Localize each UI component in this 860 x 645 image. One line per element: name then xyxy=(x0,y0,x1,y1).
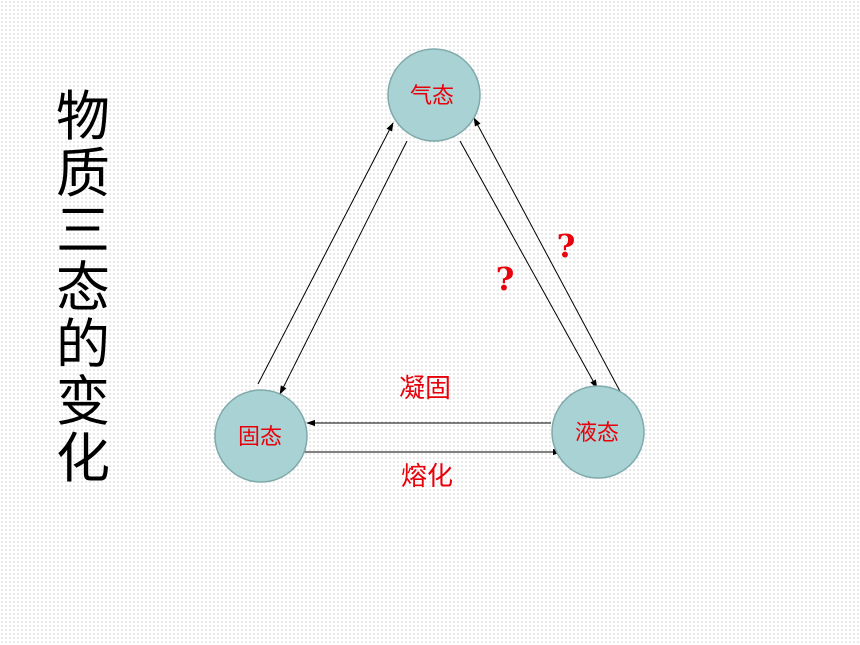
arrow-gas-to-solid xyxy=(279,140,408,395)
label-melt: 熔化 xyxy=(401,462,453,492)
label-solidify: 凝固 xyxy=(399,374,451,404)
label-question-right: ? xyxy=(557,227,576,265)
node-gas-label: 气态 xyxy=(410,84,454,109)
label-question-left: ? xyxy=(496,260,515,298)
node-liquid: 液态 xyxy=(551,385,645,479)
arrow-liquid-to-gas xyxy=(473,117,623,396)
node-solid: 固态 xyxy=(214,389,308,483)
node-gas: 气态 xyxy=(387,48,481,142)
arrow-gas-to-liquid xyxy=(459,140,598,389)
node-solid-label: 固态 xyxy=(238,425,282,450)
node-liquid-label: 液态 xyxy=(575,421,619,446)
page-title: 物质三态的变化 xyxy=(56,85,110,490)
arrow-solid-to-gas xyxy=(257,122,394,385)
